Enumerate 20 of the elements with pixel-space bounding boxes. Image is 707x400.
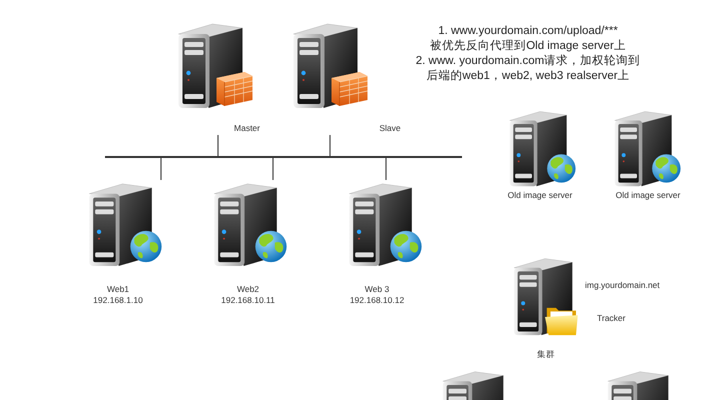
ip-address: 192.168.1.10 bbox=[93, 295, 143, 306]
note-text: 1. www.yourdomain.com/upload/*** bbox=[438, 24, 618, 39]
server-label: 集群 bbox=[537, 349, 555, 360]
server-label: Web1 bbox=[106, 284, 130, 295]
note-text: 2. www. yourdomain.com请求，加权轮询到 bbox=[416, 54, 640, 69]
server-label: Old image server bbox=[616, 190, 680, 201]
server-note: Tracker bbox=[597, 313, 626, 324]
server-label: Web 3 bbox=[364, 284, 390, 295]
note-text: 后端的web1，web2, web3 realserver上 bbox=[426, 69, 630, 84]
server-label: Master bbox=[234, 123, 260, 134]
server-label: Web2 bbox=[236, 284, 260, 295]
bus-line bbox=[105, 156, 462, 158]
server-label: Old image server bbox=[508, 190, 572, 201]
ip-address: 192.168.10.11 bbox=[221, 295, 275, 306]
connector-line bbox=[160, 156, 162, 180]
server-note: img.yourdomain.net bbox=[585, 280, 660, 291]
connector-line bbox=[272, 156, 274, 180]
server-label: Slave bbox=[379, 123, 401, 134]
ip-address: 192.168.10.12 bbox=[350, 295, 404, 306]
note-text: 被优先反向代理到Old image server上 bbox=[430, 39, 626, 54]
